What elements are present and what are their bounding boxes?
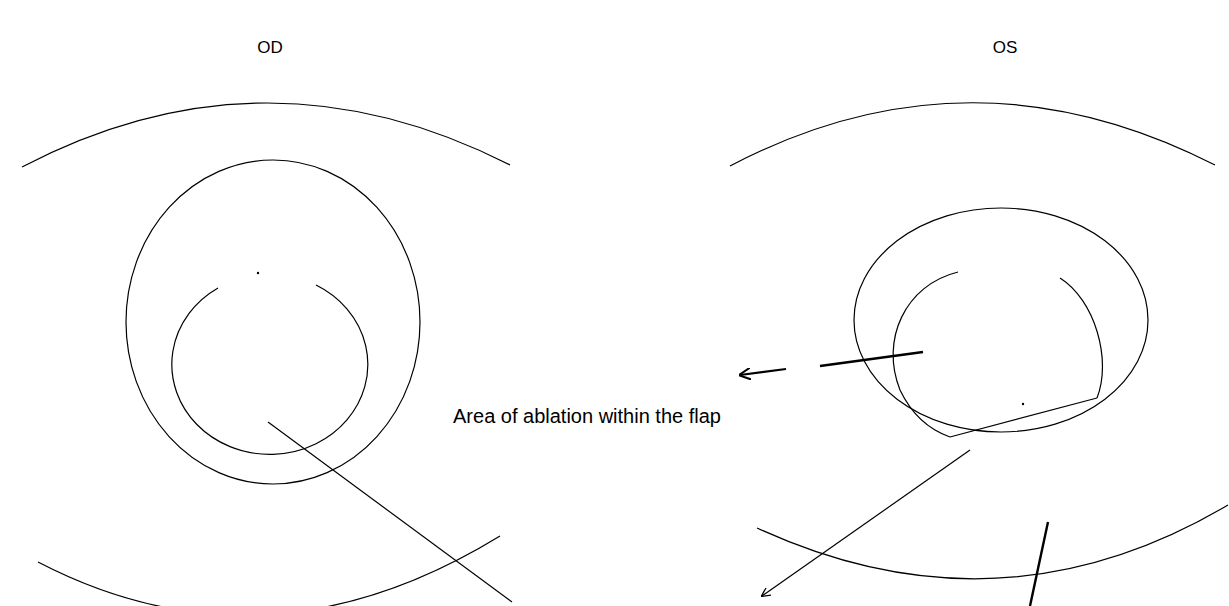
eye-label: OS bbox=[993, 38, 1018, 58]
leader-arrow bbox=[740, 369, 786, 375]
mark-line bbox=[1030, 522, 1048, 606]
leader-line bbox=[820, 352, 923, 366]
cornea-outline bbox=[126, 160, 420, 484]
upper-eyelid bbox=[22, 103, 510, 167]
flap-edge bbox=[950, 398, 1097, 437]
flap-edge bbox=[172, 285, 368, 454]
eye-label: OD bbox=[257, 38, 283, 58]
lower-eyelid bbox=[38, 536, 500, 606]
leader-line bbox=[268, 422, 512, 602]
lower-eyelid bbox=[757, 505, 1228, 579]
leader-arrow bbox=[762, 450, 970, 596]
cornea-outline bbox=[854, 208, 1148, 432]
annotation-text: Area of ablation within the flap bbox=[453, 404, 721, 428]
dot bbox=[257, 272, 259, 274]
dot bbox=[1022, 403, 1024, 405]
upper-eyelid bbox=[730, 103, 1215, 166]
flap-edge bbox=[1060, 278, 1102, 398]
